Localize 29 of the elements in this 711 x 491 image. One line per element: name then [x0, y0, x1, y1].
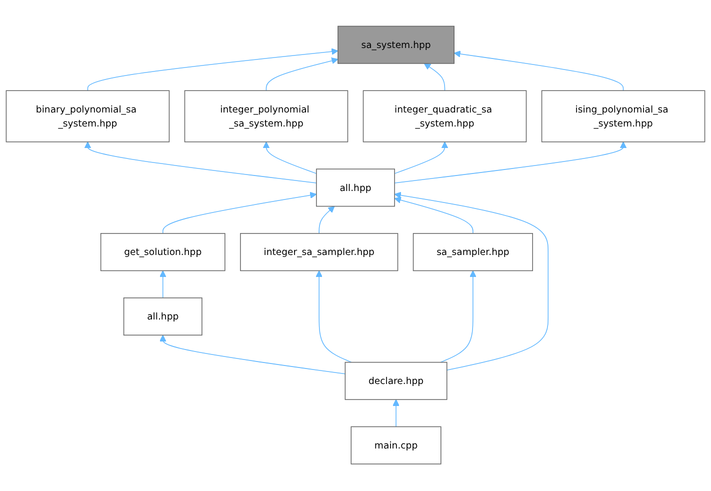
node-box: declare.hpp	[344, 362, 448, 400]
arrow	[424, 64, 446, 92]
node-box: get_solution.hpp	[100, 233, 226, 272]
node-box: all.hpp	[123, 298, 202, 336]
arrow	[440, 270, 476, 364]
arrow	[318, 206, 335, 234]
arrow	[316, 270, 352, 364]
arrow	[262, 142, 317, 174]
arrow	[454, 50, 624, 92]
node-box: all.hpp	[316, 169, 395, 208]
node-box: ising_polynomial_sa _system.hpp	[541, 90, 706, 143]
arrow	[266, 58, 338, 92]
arrow	[159, 270, 166, 299]
arrow	[392, 400, 400, 428]
arrow	[394, 197, 474, 234]
node-box: integer_sa_sampler.hpp	[240, 233, 398, 272]
arrow	[394, 142, 448, 174]
node-box: integer_polynomial _sa_system.hpp	[184, 90, 348, 143]
node-box: binary_polynomial_sa _system.hpp	[6, 90, 170, 143]
arrow	[394, 192, 549, 371]
arrow	[394, 142, 627, 184]
arrow	[87, 48, 338, 92]
arrow	[159, 335, 346, 375]
node-box: main.cpp	[350, 426, 442, 465]
node-box: sa_sampler.hpp	[412, 233, 533, 272]
node-box: integer_quadratic_sa _system.hpp	[362, 90, 527, 143]
node-box: sa_system.hpp	[338, 26, 454, 64]
arrow	[162, 192, 317, 234]
arrow	[84, 142, 317, 184]
